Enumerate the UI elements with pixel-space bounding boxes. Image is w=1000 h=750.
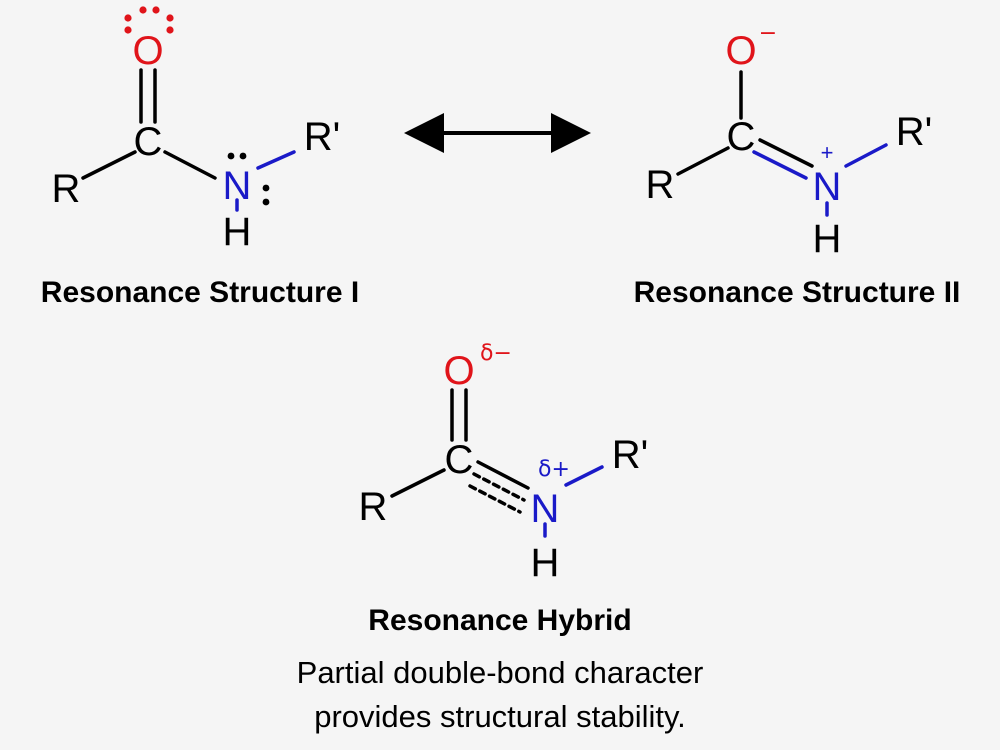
oxygen-atom: O [725, 29, 756, 73]
carbon-atom: C [727, 115, 756, 159]
hybrid-note-line-1: Partial double-bond character [297, 655, 704, 690]
carbon-atom: C [134, 120, 163, 164]
bonds-structure-1 [81, 68, 296, 212]
n-r-prime-bond [564, 465, 604, 487]
resonance-hybrid: O δ− C N δ+ H R R' Resonance Hybrid Part… [297, 341, 704, 734]
cn-partial-bond-dashed-b [468, 484, 522, 514]
bonds-structure-2 [676, 70, 888, 217]
nitrogen-atom: N [531, 487, 560, 531]
oxygen-charge: − [759, 21, 777, 46]
oxygen-atom: O [132, 29, 163, 73]
hybrid-note-line-2: provides structural stability. [314, 699, 686, 734]
bonds-hybrid [390, 388, 604, 538]
hydrogen-atom: H [223, 210, 252, 254]
r-group: R [52, 167, 81, 211]
nitrogen-charge: + [821, 140, 834, 165]
structure-2-caption: Resonance Structure II [634, 276, 961, 309]
cn-partial-bond-dashed-a [472, 472, 526, 502]
nitrogen-atom: N [813, 165, 842, 209]
n-r-prime-bond [844, 143, 888, 168]
nitrogen-lone-pair [227, 152, 270, 206]
structure-1-caption: Resonance Structure I [41, 276, 359, 309]
n-r-prime-bond [256, 150, 296, 170]
r-prime-group: R' [304, 115, 341, 159]
r-prime-group: R' [612, 433, 649, 477]
cn-double-bond-line-b [752, 150, 808, 180]
r-group: R [359, 485, 388, 529]
hydrogen-atom: H [531, 541, 560, 585]
c-n-bond [163, 150, 217, 180]
nitrogen-partial-charge: δ+ [538, 457, 570, 482]
carbon-atom: C [445, 438, 474, 482]
oxygen-atom: O [443, 349, 474, 393]
r-group: R [646, 163, 675, 207]
c-r-bond [676, 146, 730, 176]
structure-2: O − C N + H R R' Resonance Structure II [634, 21, 961, 309]
hydrogen-atom: H [813, 217, 842, 261]
oxygen-partial-charge: δ− [480, 341, 512, 366]
oxygen-lone-pairs [124, 6, 174, 34]
c-r-bond [390, 468, 446, 498]
cn-partial-bond-solid [476, 460, 530, 490]
r-prime-group: R' [896, 110, 933, 154]
nitrogen-atom: N [223, 164, 252, 208]
structure-1: O C N H R R' Resonance Structure I [41, 6, 359, 309]
hybrid-caption: Resonance Hybrid [368, 604, 631, 637]
cn-double-bond-line-a [758, 138, 814, 168]
c-r-bond [81, 150, 137, 180]
